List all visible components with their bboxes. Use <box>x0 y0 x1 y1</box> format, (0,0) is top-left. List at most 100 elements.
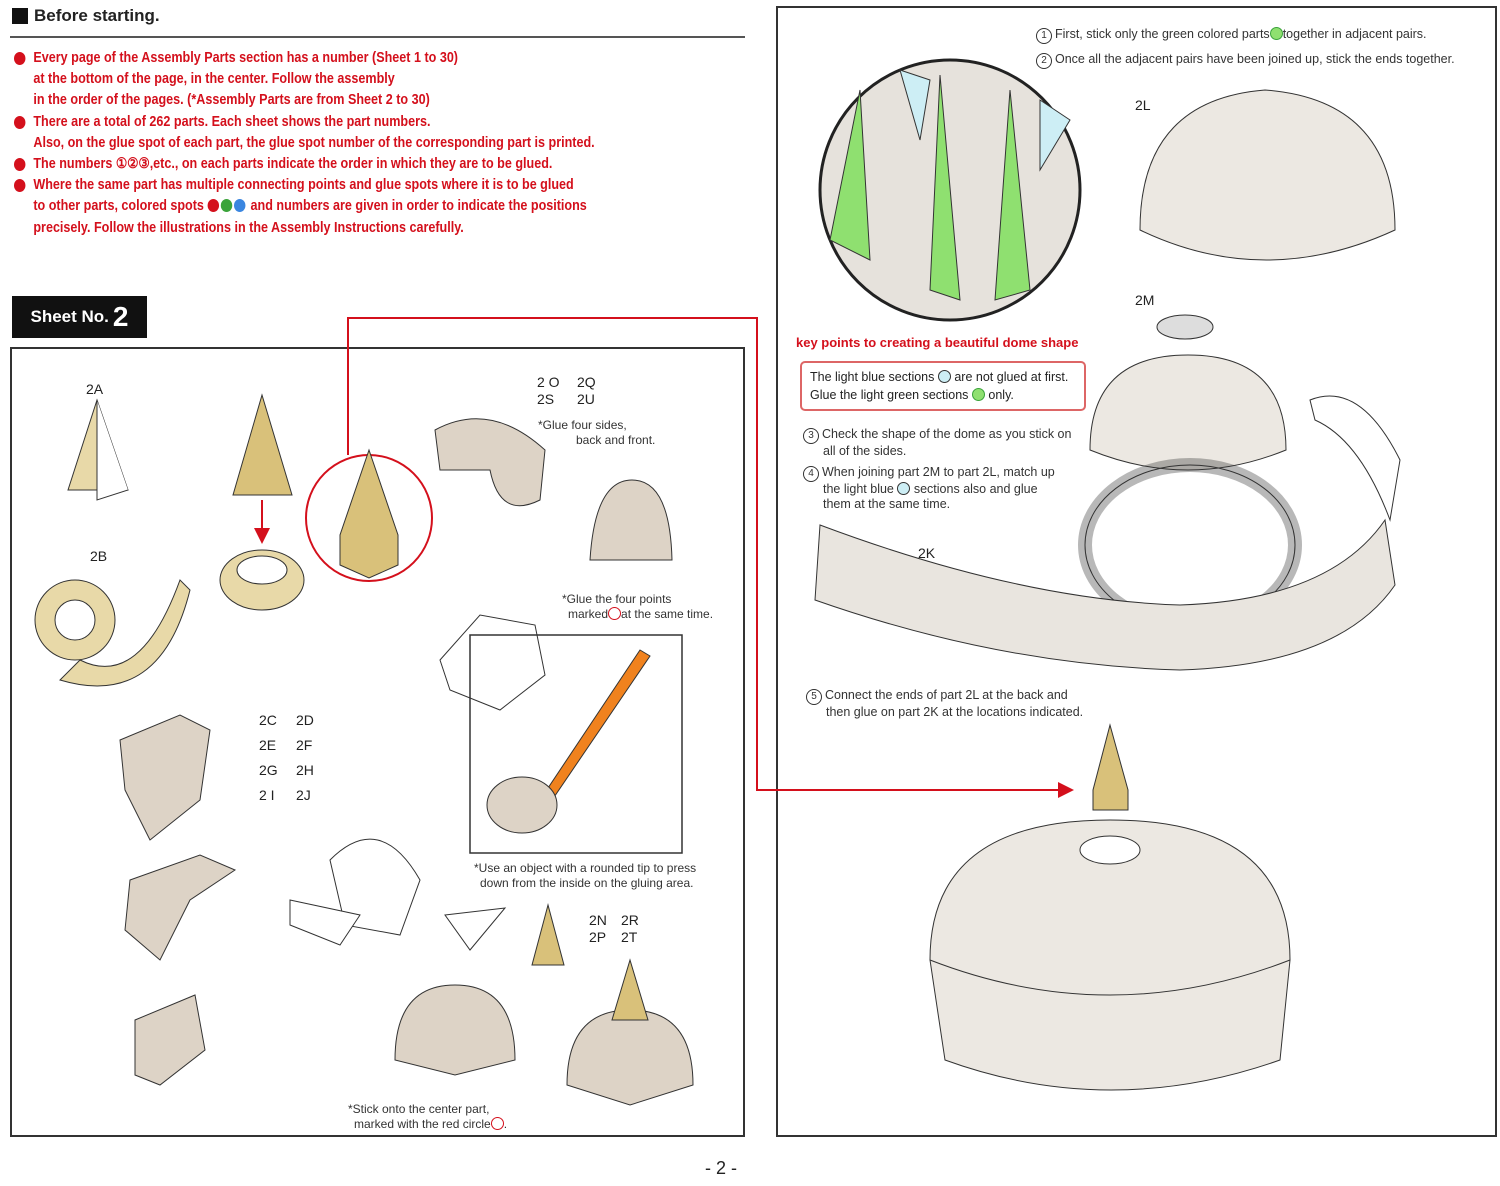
spiral-2b-illustration <box>34 579 191 687</box>
red-circle-icon <box>608 607 622 620</box>
part-label: 2 O <box>537 374 560 390</box>
spire-illustration <box>339 448 399 579</box>
step-text: the light blue <box>823 482 894 496</box>
step-number-icon: 2 <box>1036 53 1052 69</box>
sheet-number: 2 <box>112 301 129 332</box>
step-text: all of the sides. <box>823 444 907 458</box>
text: to other parts, colored spots <box>33 198 204 215</box>
header-divider <box>10 36 745 38</box>
step-text: When joining part 2M to part 2L, match u… <box>822 465 1055 479</box>
note-text: at the same time. <box>621 607 714 621</box>
text-line: Also, on the glue spot of each part, the… <box>33 134 595 151</box>
left-panel <box>10 347 745 1137</box>
text: and numbers are given in order to indica… <box>250 198 587 215</box>
note-line: down from the inside on the gluing area. <box>480 876 694 890</box>
text-line: in the order of the pages. (*Assembly Pa… <box>33 92 430 109</box>
part-label: 2G <box>259 762 278 778</box>
text-line: The numbers ①②③,etc., on each parts indi… <box>33 156 553 173</box>
final-dome-top-ring <box>1079 835 1141 865</box>
intro-item: The numbers ①②③,etc., on each parts indi… <box>14 154 665 175</box>
ring-2m-illustration <box>1156 314 1214 340</box>
note-line: *Glue the four points <box>562 592 672 606</box>
step-text: Once all the adjacent pairs have been jo… <box>1055 52 1455 66</box>
pressed-dome-illustration <box>486 776 558 834</box>
final-dome-illustration <box>929 819 1291 1091</box>
note-line: *Glue four sides, <box>538 418 627 432</box>
note-glue-four-sides: *Glue four sides,back and front. <box>538 418 655 448</box>
text-line: to other parts, colored spots and number… <box>33 196 665 217</box>
part-label: 2P <box>589 929 607 945</box>
part-label: 2S <box>537 391 555 407</box>
inset-frame <box>469 634 683 854</box>
text-line: precisely. Follow the illustrations in t… <box>33 219 464 236</box>
step-number-icon: 5 <box>806 689 822 705</box>
step-number-icon: 4 <box>803 466 819 482</box>
key-points-box: The light blue sections are not glued at… <box>800 361 1086 411</box>
part-label-2m: 2M <box>1135 292 1155 308</box>
section-header: Before starting. <box>12 6 160 26</box>
wall-2k-illustration <box>814 518 1396 671</box>
part-label-2a: 2A <box>86 381 104 397</box>
part-label: 2D <box>296 712 314 728</box>
key-text: Glue the light green sections <box>810 388 969 402</box>
dome-part-illustrations <box>119 418 694 1106</box>
part-label: 2C <box>259 712 277 728</box>
light-blue-circle-icon <box>937 370 951 383</box>
square-bullet-icon <box>12 8 28 24</box>
note-text: marked with the red circle <box>354 1117 491 1131</box>
right-panel <box>776 6 1497 1137</box>
part-label-2l: 2L <box>1135 97 1151 113</box>
part-label: 2F <box>296 737 313 753</box>
step-text: then glue on part 2K at the locations in… <box>826 705 1084 719</box>
cone-2a-illustration <box>67 393 305 611</box>
text-line: There are a total of 262 parts. Each she… <box>33 113 431 130</box>
part-label: 2U <box>577 391 595 407</box>
final-dome-base-line <box>929 959 1291 996</box>
part-label: 2J <box>296 787 311 803</box>
part-label: 2R <box>621 912 639 928</box>
dome-2l-illustration <box>1139 89 1396 261</box>
note-line: back and front. <box>576 433 656 447</box>
sheet-label: Sheet No.2 <box>12 296 147 338</box>
pencil-illustration <box>539 649 651 807</box>
detail-strips <box>829 69 1071 301</box>
section-title: Before starting. <box>34 6 160 25</box>
step-number-icon: 1 <box>1036 28 1052 44</box>
part-label: 2T <box>621 929 638 945</box>
part-label-2b: 2B <box>90 548 108 564</box>
note-text: marked <box>568 607 609 621</box>
step-text: First, stick only the green colored part… <box>1055 27 1270 41</box>
intro-list: Every page of the Assembly Parts section… <box>14 48 665 239</box>
green-circle-icon <box>971 388 985 401</box>
part-label: 2E <box>259 737 277 753</box>
part-label: 2H <box>296 762 314 778</box>
sheet-text: Sheet No. <box>30 307 109 326</box>
blue-spot-icon <box>233 199 246 213</box>
wall-strip-illustration <box>1309 395 1401 522</box>
key-points-title: key points to creating a beautiful dome … <box>796 335 1079 350</box>
note-stick-center: *Stick onto the center part,marked with … <box>348 1102 508 1131</box>
green-spot-icon <box>220 199 233 213</box>
intro-item: There are a total of 262 parts. Each she… <box>14 112 665 154</box>
dome-assembly-illustration <box>1089 354 1287 471</box>
text-line: at the bottom of the page, in the center… <box>33 71 395 88</box>
step-text: sections also and glue <box>913 482 1038 496</box>
red-circle-icon <box>490 1117 504 1130</box>
note-line: *Use an object with a rounded tip to pre… <box>474 861 697 875</box>
text-line: Every page of the Assembly Parts section… <box>33 50 459 66</box>
key-text: The light blue sections <box>810 370 935 384</box>
intro-item: Every page of the Assembly Parts section… <box>14 48 665 112</box>
note-line: *Stick onto the center part, <box>348 1102 490 1116</box>
step-number-icon: 3 <box>803 428 819 444</box>
